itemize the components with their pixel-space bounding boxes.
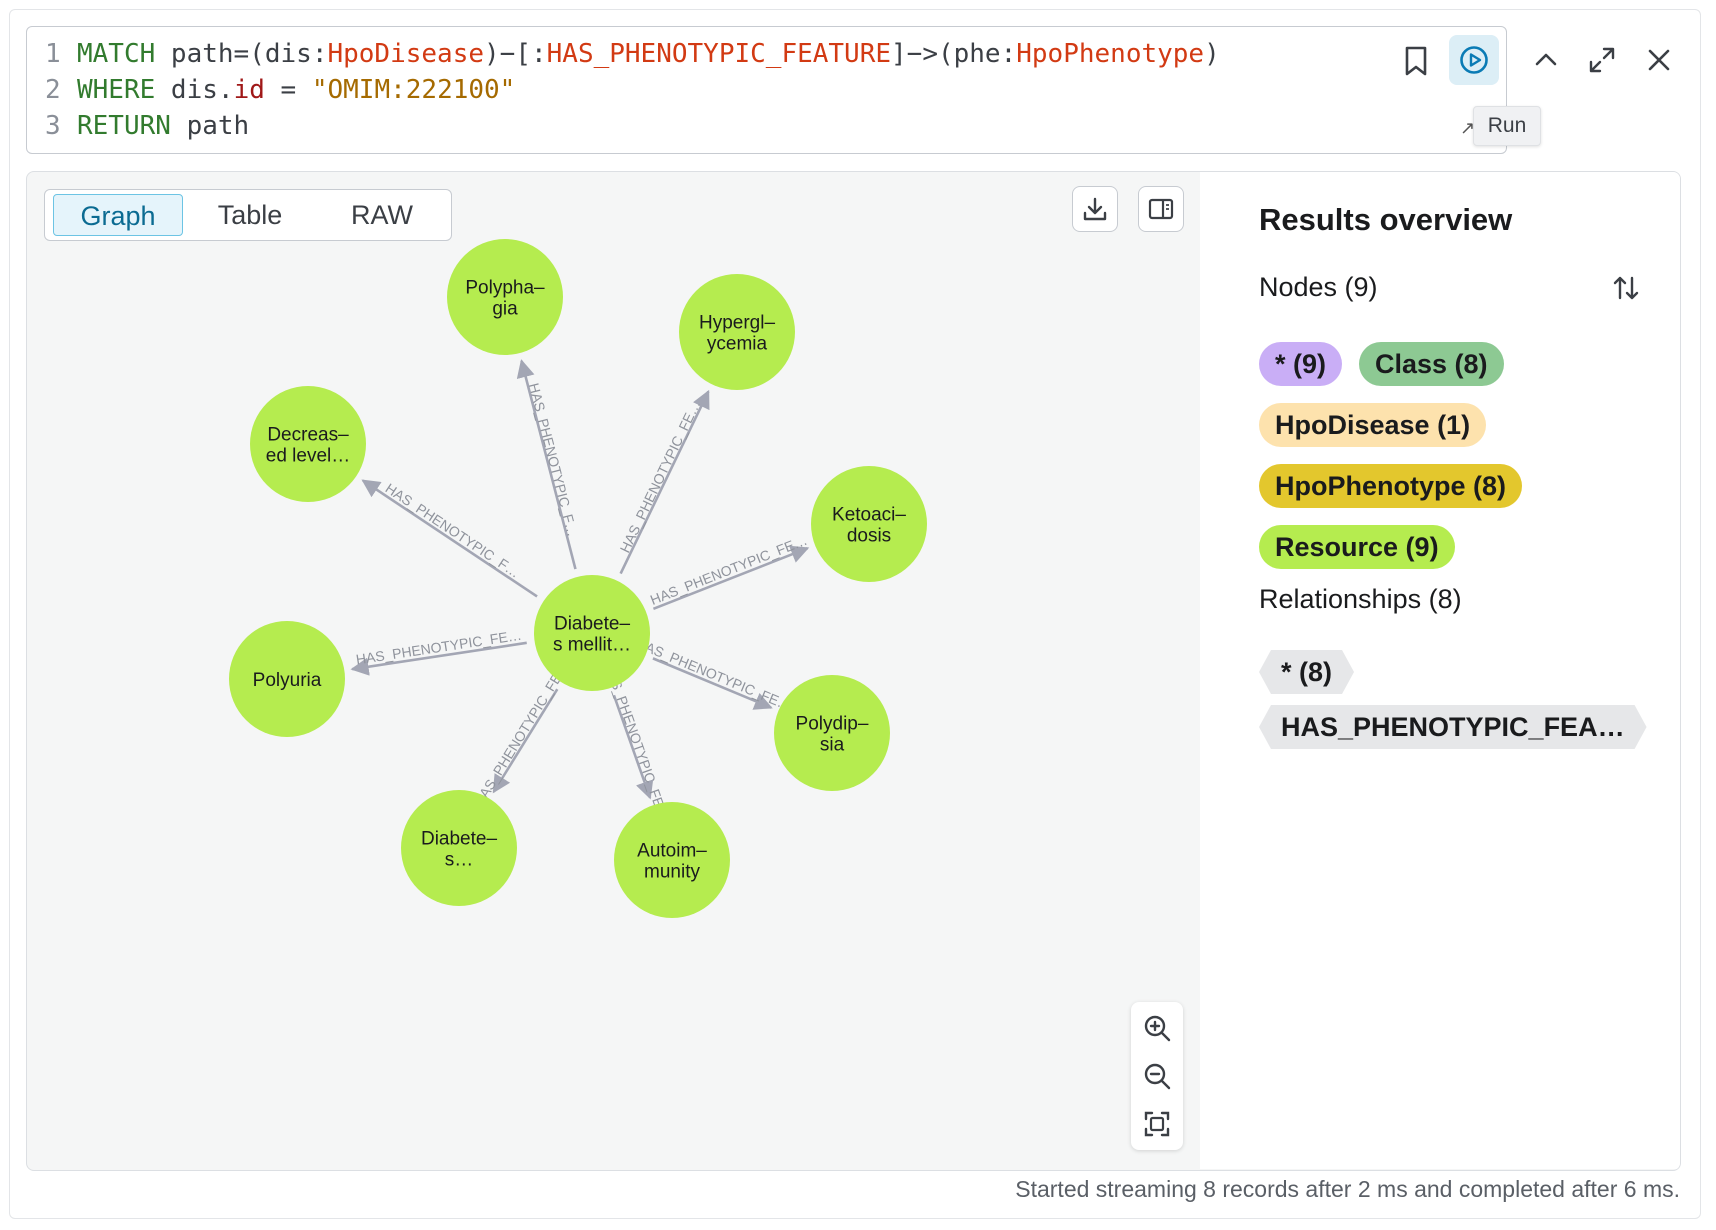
node-label: sia [820, 735, 845, 756]
node-circle [229, 621, 345, 737]
phenotype-node[interactable]: Polydip–sia [774, 675, 890, 791]
node-label: Decreas– [267, 425, 349, 446]
node-circle [614, 802, 730, 918]
sidebar-toggle-icon [1148, 198, 1174, 220]
label-pill-resource[interactable]: Resource (9) [1259, 525, 1455, 569]
edge-label: HAS_PHENOTYPIC_FE… [634, 635, 795, 714]
relationship-edge [652, 657, 773, 710]
play-circle-icon [1460, 46, 1488, 74]
edge-label: HAS_PHENOTYPIC_FE… [648, 532, 810, 608]
relationship-edge [516, 359, 577, 570]
relationship-edge [350, 641, 527, 676]
overview-title: Results overview [1259, 202, 1513, 237]
rel-tag-has-phenotypic-feature[interactable]: HAS_PHENOTYPIC_FEA… [1259, 705, 1647, 749]
collapse-button[interactable] [1524, 38, 1568, 82]
node-circle [534, 575, 650, 691]
nodes-heading: Nodes (9) [1259, 272, 1378, 302]
node-label: s… [445, 850, 474, 871]
phenotype-node[interactable]: Hypergl–ycemia [679, 274, 795, 390]
download-button[interactable] [1072, 186, 1118, 232]
node-label: Polypha– [465, 278, 545, 299]
graph-visualization[interactable]: HAS_PHENOTYPIC_F…HAS_PHENOTYPIC_FE…HAS_P… [27, 172, 1200, 1169]
node-circle [250, 386, 366, 502]
view-tabs: Graph Table RAW [44, 189, 452, 241]
phenotype-node[interactable]: Diabete–s… [401, 790, 517, 906]
label-pill-hpophenotype[interactable]: HpoPhenotype (8) [1259, 464, 1523, 508]
close-icon [1648, 49, 1670, 71]
node-label: dosis [847, 526, 891, 547]
chevron-up-icon [1535, 53, 1557, 66]
node-circle [811, 466, 927, 582]
relationship-edge [619, 389, 710, 575]
node-label: Autoim– [637, 841, 707, 862]
disease-node[interactable]: Diabete–s mellit… [534, 575, 650, 691]
node-label: s mellit… [553, 635, 631, 656]
fit-to-screen-button[interactable] [1131, 1100, 1183, 1148]
edge-label: HAS_PHENOTYPIC_F… [526, 381, 581, 538]
zoom-in-button[interactable] [1131, 1004, 1183, 1052]
node-circle [679, 274, 795, 390]
node-circle [774, 675, 890, 791]
node-label: Polydip– [796, 714, 869, 735]
run-button[interactable] [1449, 35, 1499, 85]
zoom-out-icon [1144, 1063, 1171, 1090]
run-tooltip: Run [1473, 106, 1541, 146]
phenotype-node[interactable]: Polypha–gia [447, 239, 563, 355]
label-pill-all[interactable]: * (9) [1259, 342, 1343, 386]
sort-icon [1613, 276, 1639, 300]
relationship-edge [652, 545, 810, 611]
phenotype-node[interactable]: Polyuria [229, 621, 345, 737]
node-label: Hypergl– [699, 313, 775, 334]
node-label: munity [644, 862, 700, 883]
result-panel: HAS_PHENOTYPIC_F…HAS_PHENOTYPIC_FE…HAS_P… [26, 171, 1681, 1171]
phenotype-node[interactable]: Decreas–ed level… [250, 386, 366, 502]
tab-raw[interactable]: RAW [351, 200, 413, 230]
toggle-panel-button[interactable] [1138, 186, 1184, 232]
node-label: gia [492, 299, 518, 320]
label-pill-class[interactable]: Class (8) [1359, 342, 1504, 386]
rel-tag-all[interactable]: * (8) [1259, 650, 1354, 694]
phenotype-node[interactable]: Ketoaci–dosis [811, 466, 927, 582]
expand-icon [1589, 47, 1615, 73]
zoom-out-button[interactable] [1131, 1052, 1183, 1100]
node-label: ed level… [266, 446, 351, 467]
close-button[interactable] [1637, 38, 1681, 82]
sort-button[interactable] [1608, 270, 1644, 306]
bookmark-icon[interactable] [1394, 39, 1438, 83]
download-icon [1083, 197, 1107, 221]
relationship-edge [361, 479, 538, 598]
node-label: Ketoaci– [832, 505, 906, 526]
status-message: Started streaming 8 records after 2 ms a… [1015, 1176, 1680, 1202]
fullscreen-button[interactable] [1580, 38, 1624, 82]
node-label: Polyuria [253, 670, 322, 691]
tab-graph[interactable]: Graph [53, 194, 183, 236]
node-circle [401, 790, 517, 906]
relationship-edge [612, 694, 654, 800]
node-label: Diabete– [421, 829, 497, 850]
relationships-heading: Relationships (8) [1259, 584, 1462, 614]
node-circle [447, 239, 563, 355]
edge-label: HAS_PHENOTYPIC_FE… [616, 398, 703, 556]
results-overview-panel: Results overview Nodes (9) * (9) Class (… [1200, 172, 1680, 1169]
zoom-controls [1131, 1002, 1183, 1150]
edge-label: HAS_PHENOTYPIC_F… [383, 480, 523, 581]
fit-screen-icon [1144, 1111, 1170, 1137]
tab-table[interactable]: Table [217, 200, 283, 230]
zoom-in-icon [1144, 1015, 1171, 1042]
label-pill-hpodisease[interactable]: HpoDisease (1) [1259, 403, 1487, 447]
graph-canvas[interactable]: HAS_PHENOTYPIC_F…HAS_PHENOTYPIC_FE…HAS_P… [27, 172, 1200, 1169]
phenotype-node[interactable]: Autoim–munity [614, 802, 730, 918]
edge-label: HAS_PHENOTYPIC_FE… [470, 659, 572, 810]
node-label: Diabete– [554, 614, 630, 635]
editor-resize-handle[interactable]: ↗ [1460, 118, 1476, 138]
relationship-edge [492, 688, 559, 794]
node-label: ycemia [707, 334, 768, 355]
